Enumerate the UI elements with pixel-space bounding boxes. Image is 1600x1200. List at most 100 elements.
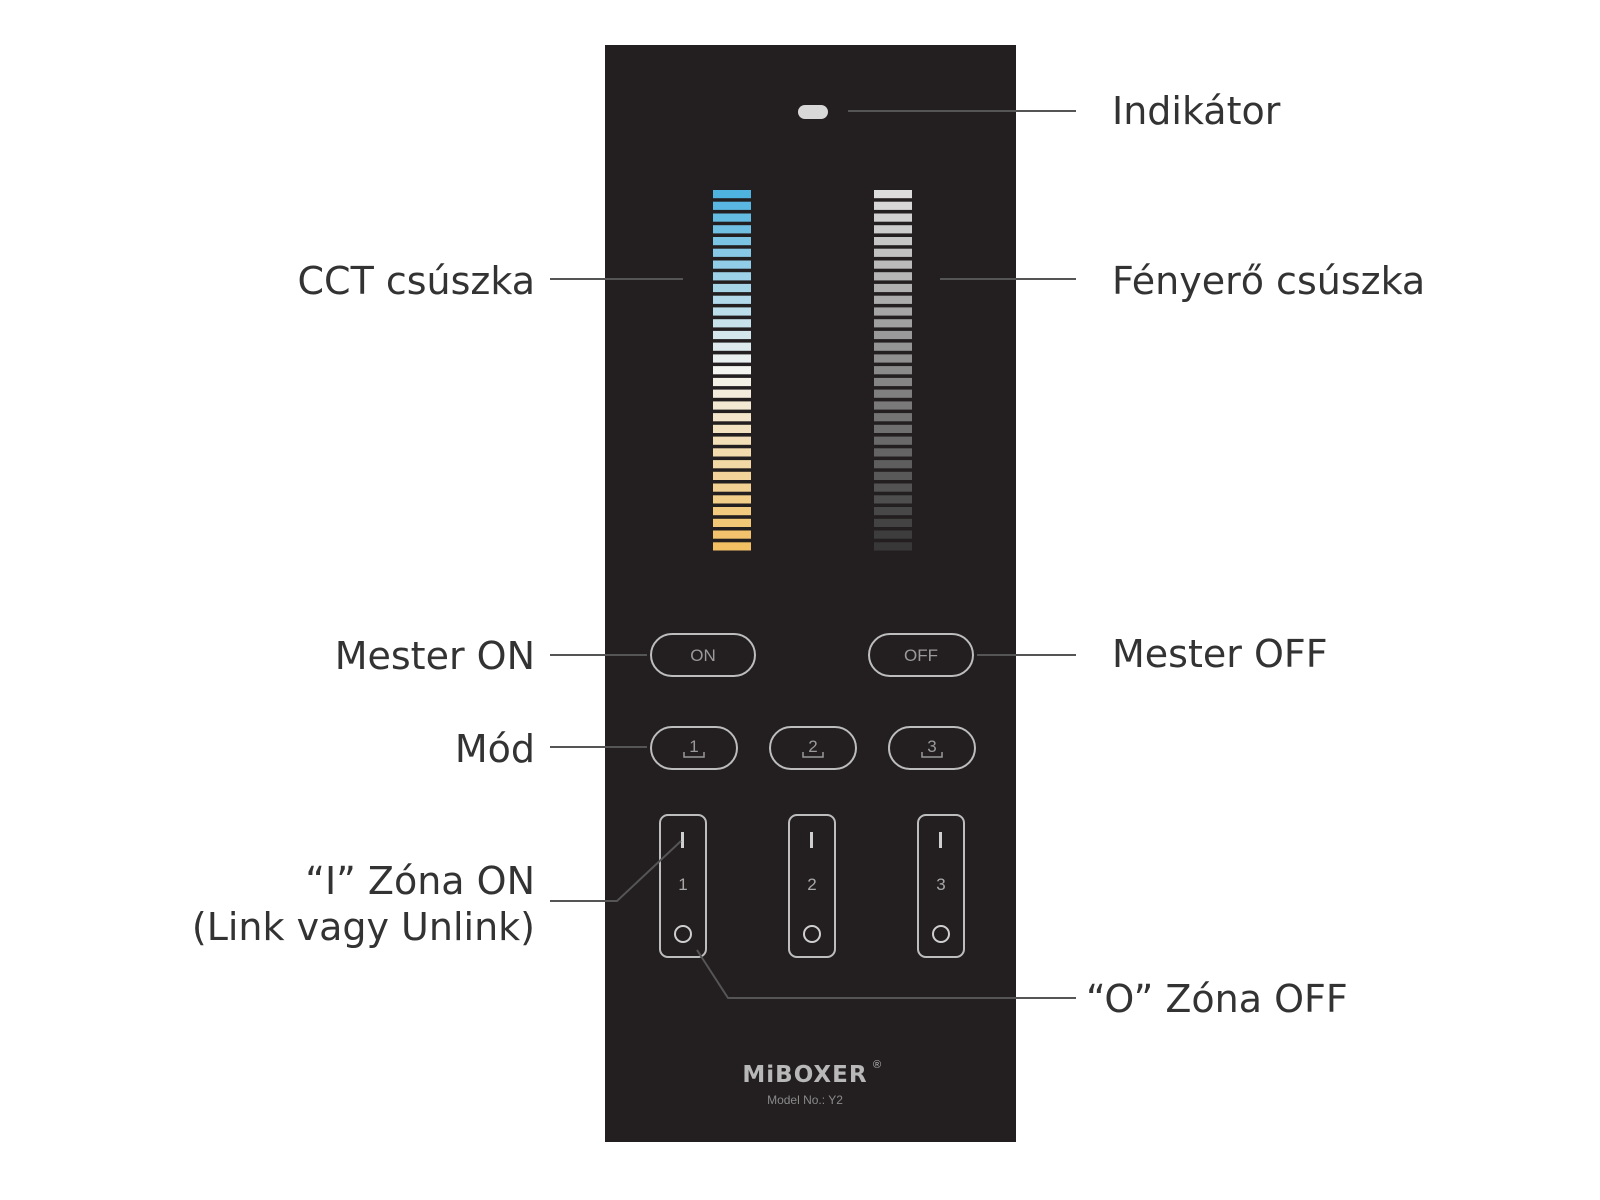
cct-slider-segment bbox=[713, 342, 751, 351]
mode-button-3-label: 3 bbox=[927, 737, 936, 756]
brightness-slider-segment bbox=[874, 436, 912, 445]
brightness-slider-segment bbox=[874, 354, 912, 363]
callout-zone-on-note: (Link vagy Unlink) bbox=[192, 905, 535, 949]
brightness-slider-segment bbox=[874, 530, 912, 539]
cct-slider-segment bbox=[713, 389, 751, 398]
cct-slider-segment bbox=[713, 366, 751, 375]
brightness-slider[interactable] bbox=[874, 190, 912, 551]
cct-slider[interactable] bbox=[713, 190, 751, 551]
callout-cct-slider: CCT csúszka bbox=[298, 259, 536, 303]
cct-slider-segment bbox=[713, 424, 751, 433]
callout-zone-on: “I” Zóna ON bbox=[305, 859, 535, 903]
callout-zone-off: “O” Zóna OFF bbox=[1086, 977, 1348, 1021]
callout-brightness-slider: Fényerő csúszka bbox=[1112, 259, 1425, 303]
brightness-slider-segment bbox=[874, 342, 912, 351]
zone-on-icon bbox=[939, 832, 942, 848]
mode-tray-icon bbox=[683, 752, 705, 758]
brightness-slider-segment bbox=[874, 283, 912, 293]
brightness-slider-segment bbox=[874, 248, 912, 257]
brand-logo: MiBOXER bbox=[742, 1062, 867, 1088]
cct-slider-segment bbox=[713, 201, 751, 210]
cct-slider-segment bbox=[713, 413, 751, 422]
cct-slider-segment bbox=[713, 330, 751, 340]
cct-slider-segment bbox=[713, 307, 751, 316]
zone-off-leader-line bbox=[696, 949, 1076, 999]
brightness-slider-segment bbox=[874, 213, 912, 222]
cct-slider-segment bbox=[713, 448, 751, 457]
cct-slider-segment bbox=[713, 213, 751, 222]
brightness-slider-segment bbox=[874, 295, 912, 304]
zone-1-number: 1 bbox=[678, 875, 687, 894]
zone-switch-1[interactable]: 1 bbox=[659, 814, 707, 958]
callout-indicator: Indikátor bbox=[1112, 89, 1281, 133]
brightness-slider-segment bbox=[874, 460, 912, 469]
mode-button-1[interactable]: 1 bbox=[650, 726, 738, 770]
mode-button-2-label: 2 bbox=[808, 737, 817, 756]
master-off-button[interactable]: OFF bbox=[868, 633, 974, 677]
cct-slider-segment bbox=[713, 401, 751, 410]
brightness-slider-segment bbox=[874, 377, 912, 387]
cct-slider-segment bbox=[713, 319, 751, 328]
mode-button-2[interactable]: 2 bbox=[769, 726, 857, 770]
zone-on-leader-line bbox=[550, 840, 682, 902]
zone-on-icon bbox=[810, 832, 813, 848]
mode-button-1-label: 1 bbox=[689, 737, 698, 756]
zone-off-icon bbox=[932, 925, 950, 943]
zone-on-icon bbox=[681, 832, 684, 848]
cct-slider-segment bbox=[713, 460, 751, 469]
brightness-slider-segment bbox=[874, 424, 912, 433]
master-off-label: OFF bbox=[904, 646, 938, 665]
brightness-slider-segment bbox=[874, 366, 912, 375]
brightness-slider-segment bbox=[874, 237, 912, 246]
brightness-slider-segment bbox=[874, 495, 912, 504]
cct-slider-segment bbox=[713, 436, 751, 445]
indicator-led bbox=[798, 105, 828, 119]
cct-slider-segment bbox=[713, 495, 751, 504]
remote-panel bbox=[605, 45, 1016, 1142]
brightness-slider-segment bbox=[874, 307, 912, 316]
cct-slider-segment bbox=[713, 248, 751, 257]
cct-slider-segment bbox=[713, 237, 751, 246]
brightness-slider-segment bbox=[874, 413, 912, 422]
brightness-slider-segment bbox=[874, 319, 912, 328]
brightness-slider-segment bbox=[874, 190, 912, 199]
cct-slider-segment bbox=[713, 542, 751, 551]
brightness-slider-segment bbox=[874, 272, 912, 281]
callout-master-off: Mester OFF bbox=[1112, 632, 1328, 676]
zone-off-icon bbox=[674, 925, 692, 943]
mode-tray-icon bbox=[802, 752, 824, 758]
cct-slider-segment bbox=[713, 295, 751, 304]
cct-slider-segment bbox=[713, 272, 751, 281]
callout-master-on: Mester ON bbox=[335, 634, 535, 678]
cct-slider-segment bbox=[713, 225, 751, 234]
brightness-slider-segment bbox=[874, 471, 912, 480]
cct-slider-segment bbox=[713, 471, 751, 480]
cct-slider-segment bbox=[713, 190, 751, 199]
cct-slider-segment bbox=[713, 354, 751, 363]
cct-slider-segment bbox=[713, 483, 751, 492]
brightness-slider-segment bbox=[874, 507, 912, 516]
zone-switch-2[interactable]: 2 bbox=[788, 814, 836, 958]
cct-slider-segment bbox=[713, 530, 751, 539]
cct-slider-segment bbox=[713, 283, 751, 293]
mode-tray-icon bbox=[921, 752, 943, 758]
brightness-slider-segment bbox=[874, 330, 912, 340]
brightness-slider-segment bbox=[874, 518, 912, 527]
master-on-button[interactable]: ON bbox=[650, 633, 756, 677]
cct-slider-segment bbox=[713, 260, 751, 269]
cct-slider-segment bbox=[713, 518, 751, 527]
brightness-slider-segment bbox=[874, 201, 912, 210]
master-on-label: ON bbox=[690, 646, 716, 665]
mode-button-3[interactable]: 3 bbox=[888, 726, 976, 770]
brightness-slider-segment bbox=[874, 389, 912, 398]
zone-3-number: 3 bbox=[936, 875, 945, 894]
zone-2-number: 2 bbox=[807, 875, 816, 894]
model-number: Model No.: Y2 bbox=[767, 1093, 843, 1107]
cct-slider-segment bbox=[713, 507, 751, 516]
brightness-slider-segment bbox=[874, 260, 912, 269]
zone-switch-3[interactable]: 3 bbox=[917, 814, 965, 958]
zone-off-icon bbox=[803, 925, 821, 943]
brightness-slider-segment bbox=[874, 483, 912, 492]
brightness-slider-segment bbox=[874, 448, 912, 457]
callout-mode: Mód bbox=[455, 727, 535, 771]
